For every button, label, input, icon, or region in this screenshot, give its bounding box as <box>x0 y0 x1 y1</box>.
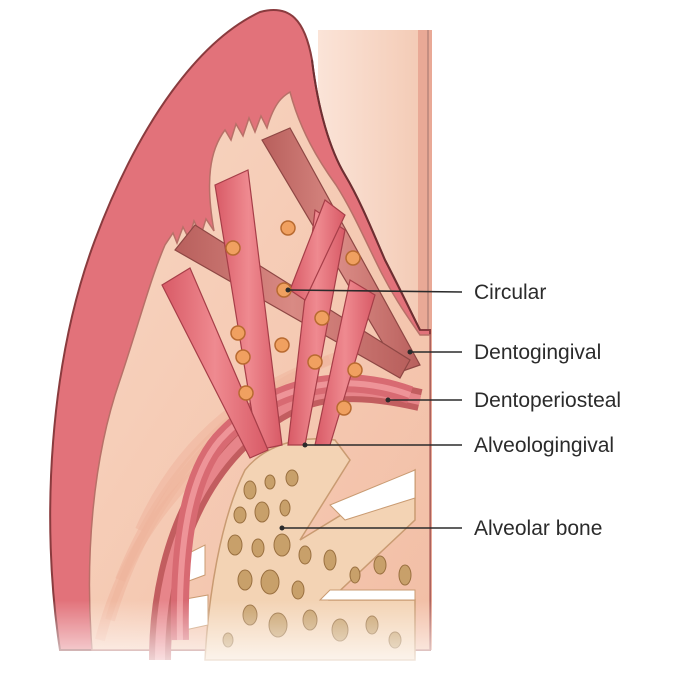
label-dentoperiosteal: Dentoperiosteal <box>474 389 622 412</box>
bottom-fade <box>0 600 692 682</box>
label-circular: Circular <box>474 281 547 304</box>
label-alveolar-bone: Alveolar bone <box>474 517 603 540</box>
circular-fiber-sections <box>225 220 363 416</box>
label-dentogingival: Dentogingival <box>474 341 602 364</box>
leader-lines <box>282 289 463 529</box>
leader-dots <box>279 287 413 531</box>
label-alveologingival: Alveologingival <box>474 434 615 457</box>
leader-circular <box>287 289 463 293</box>
fiber-bundles-upper <box>161 127 421 459</box>
